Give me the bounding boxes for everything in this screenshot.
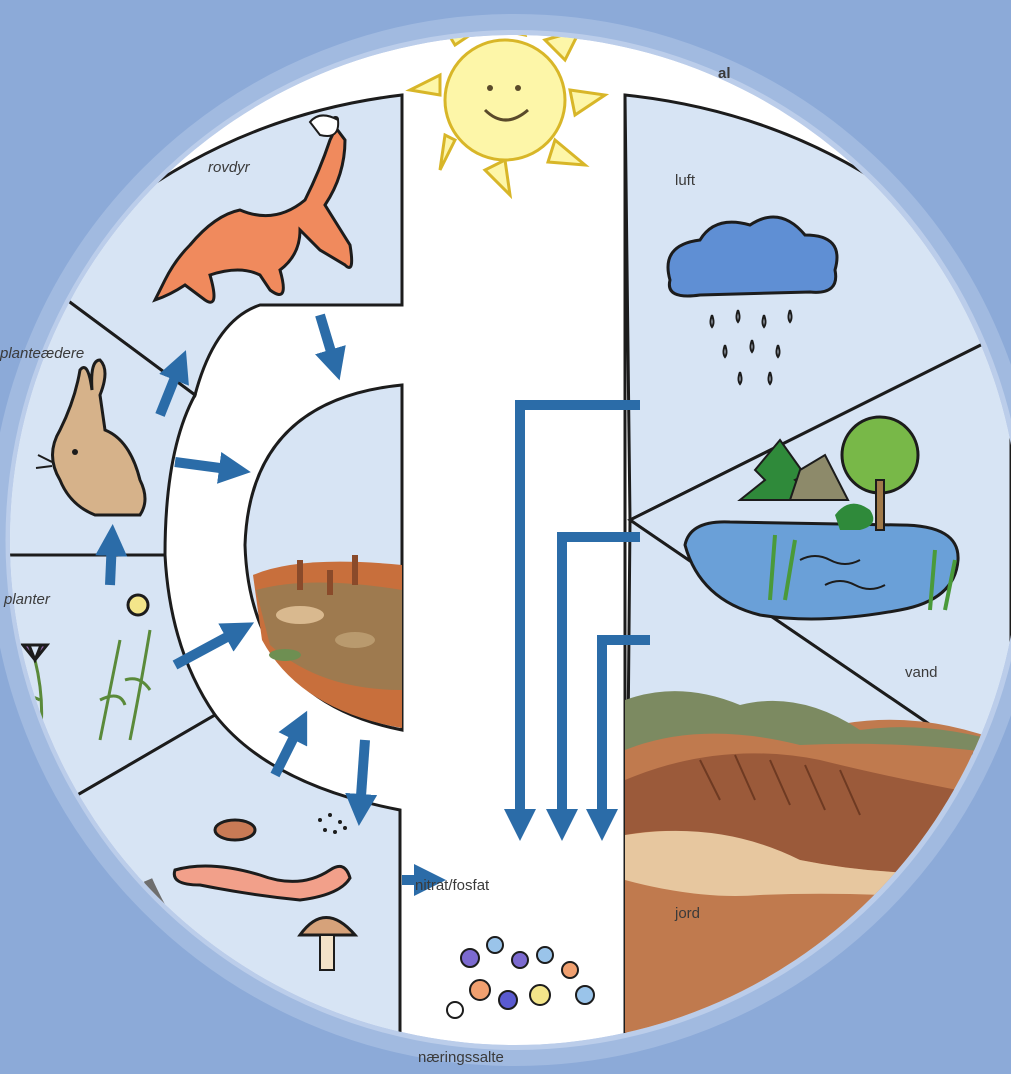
water-label: vand: [905, 664, 938, 681]
arrow-soil-to-nitrate: [585, 635, 650, 842]
arrow-air-to-nitrate: [503, 400, 640, 842]
herbivores-label: planteæderе: [0, 345, 84, 362]
nutrient-salts-label: næringssalte: [418, 1049, 504, 1066]
arrow-decomposition-to-decomposers: [345, 739, 378, 826]
air-label: luft: [675, 172, 696, 189]
hare-icon: [35, 358, 147, 517]
lake-scene-icon: [683, 415, 960, 621]
arrow-decomposers-to-decomposition: [270, 710, 308, 778]
arrow-predators-to-decomposition: [315, 313, 346, 381]
arrow-herbivores-to-predators: [155, 350, 189, 417]
arrow-herbivores-to-decomposition: [174, 452, 251, 484]
soil-label: jord: [674, 905, 700, 922]
decomposition-half-disc: [243, 383, 404, 732]
nitrate-phosphate-label: nitrat/fosfat: [415, 877, 490, 894]
arrow-water-to-nitrate: [545, 532, 640, 842]
fox-icon: [152, 114, 354, 304]
rain-cloud-icon: [666, 215, 839, 386]
top-right-fragment-label: al: [718, 65, 731, 82]
plants-label: planter: [3, 591, 51, 608]
arrow-plants-to-herbivores: [95, 524, 128, 586]
flow-arrows: [95, 313, 650, 897]
predators-label: rovdyr: [208, 159, 251, 176]
nutrient-salts-icon: [446, 936, 595, 1019]
sun-icon: [405, 35, 610, 200]
arrow-plants-to-decomposition: [172, 622, 255, 670]
